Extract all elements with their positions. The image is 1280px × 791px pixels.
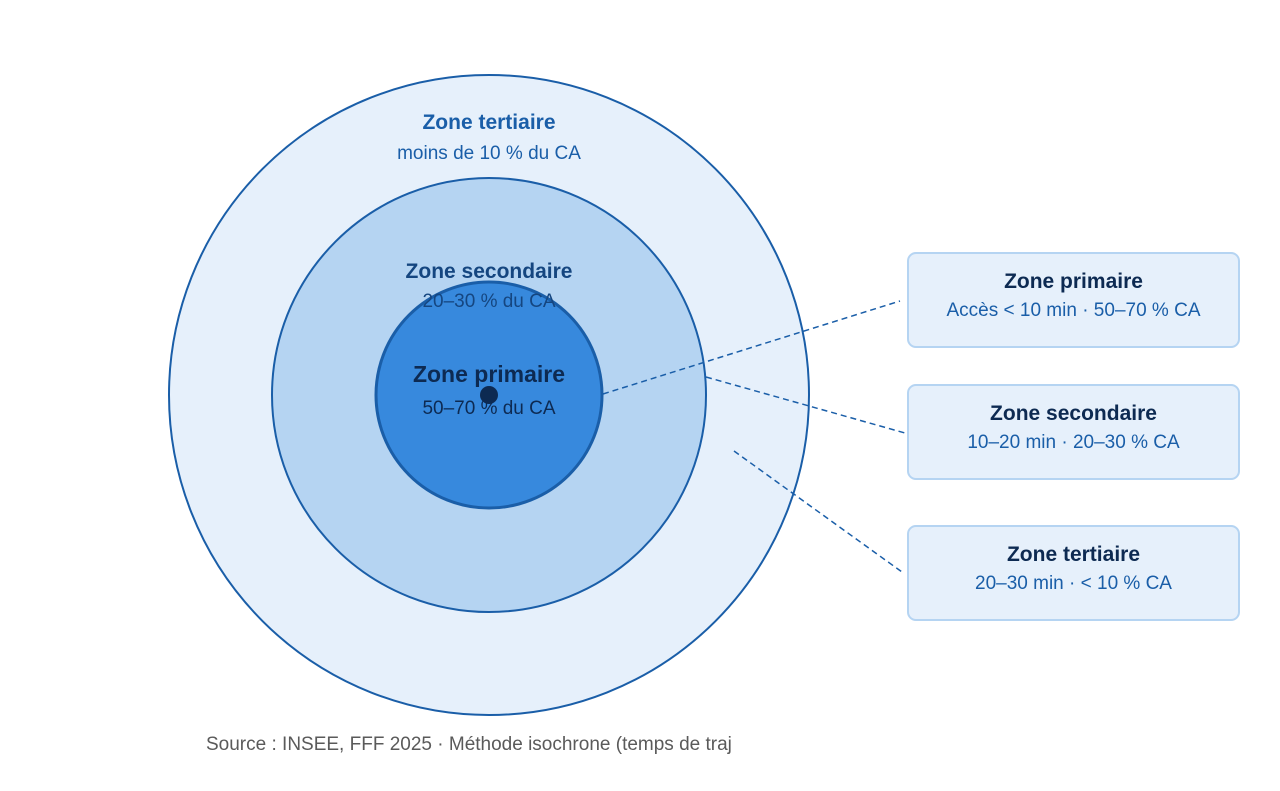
legend-title: Zone primaire [1004,270,1143,293]
connector-secondary [705,376,906,434]
primary-zone-title: Zone primaire [413,361,565,387]
source-note: Source : INSEE, FFF 2025 · Méthode isoch… [206,734,732,755]
secondary-zone-title: Zone secondaire [406,260,573,283]
store-location-dot [480,386,498,404]
tertiary-zone-title: Zone tertiaire [422,111,555,134]
tertiary-zone-share: moins de 10 % du CA [397,143,581,164]
legend-detail: Accès < 10 min · 50–70 % CA [946,300,1201,321]
secondary-zone-share: 20–30 % du CA [422,291,555,312]
legend-box-secondary: Zone secondaire 10–20 min · 20–30 % CA [907,384,1240,480]
legend-detail: 10–20 min · 20–30 % CA [967,432,1180,453]
primary-zone-share: 50–70 % du CA [422,398,555,419]
connector-tertiary [733,450,903,573]
connector-primary [602,300,901,395]
legend-box-tertiary: Zone tertiaire 20–30 min · < 10 % CA [907,525,1240,621]
legend-detail: 20–30 min · < 10 % CA [975,573,1172,594]
legend-title: Zone tertiaire [1006,543,1141,566]
legend-title: Zone secondaire [990,402,1157,425]
legend-box-primary: Zone primaire Accès < 10 min · 50–70 % C… [907,252,1240,348]
